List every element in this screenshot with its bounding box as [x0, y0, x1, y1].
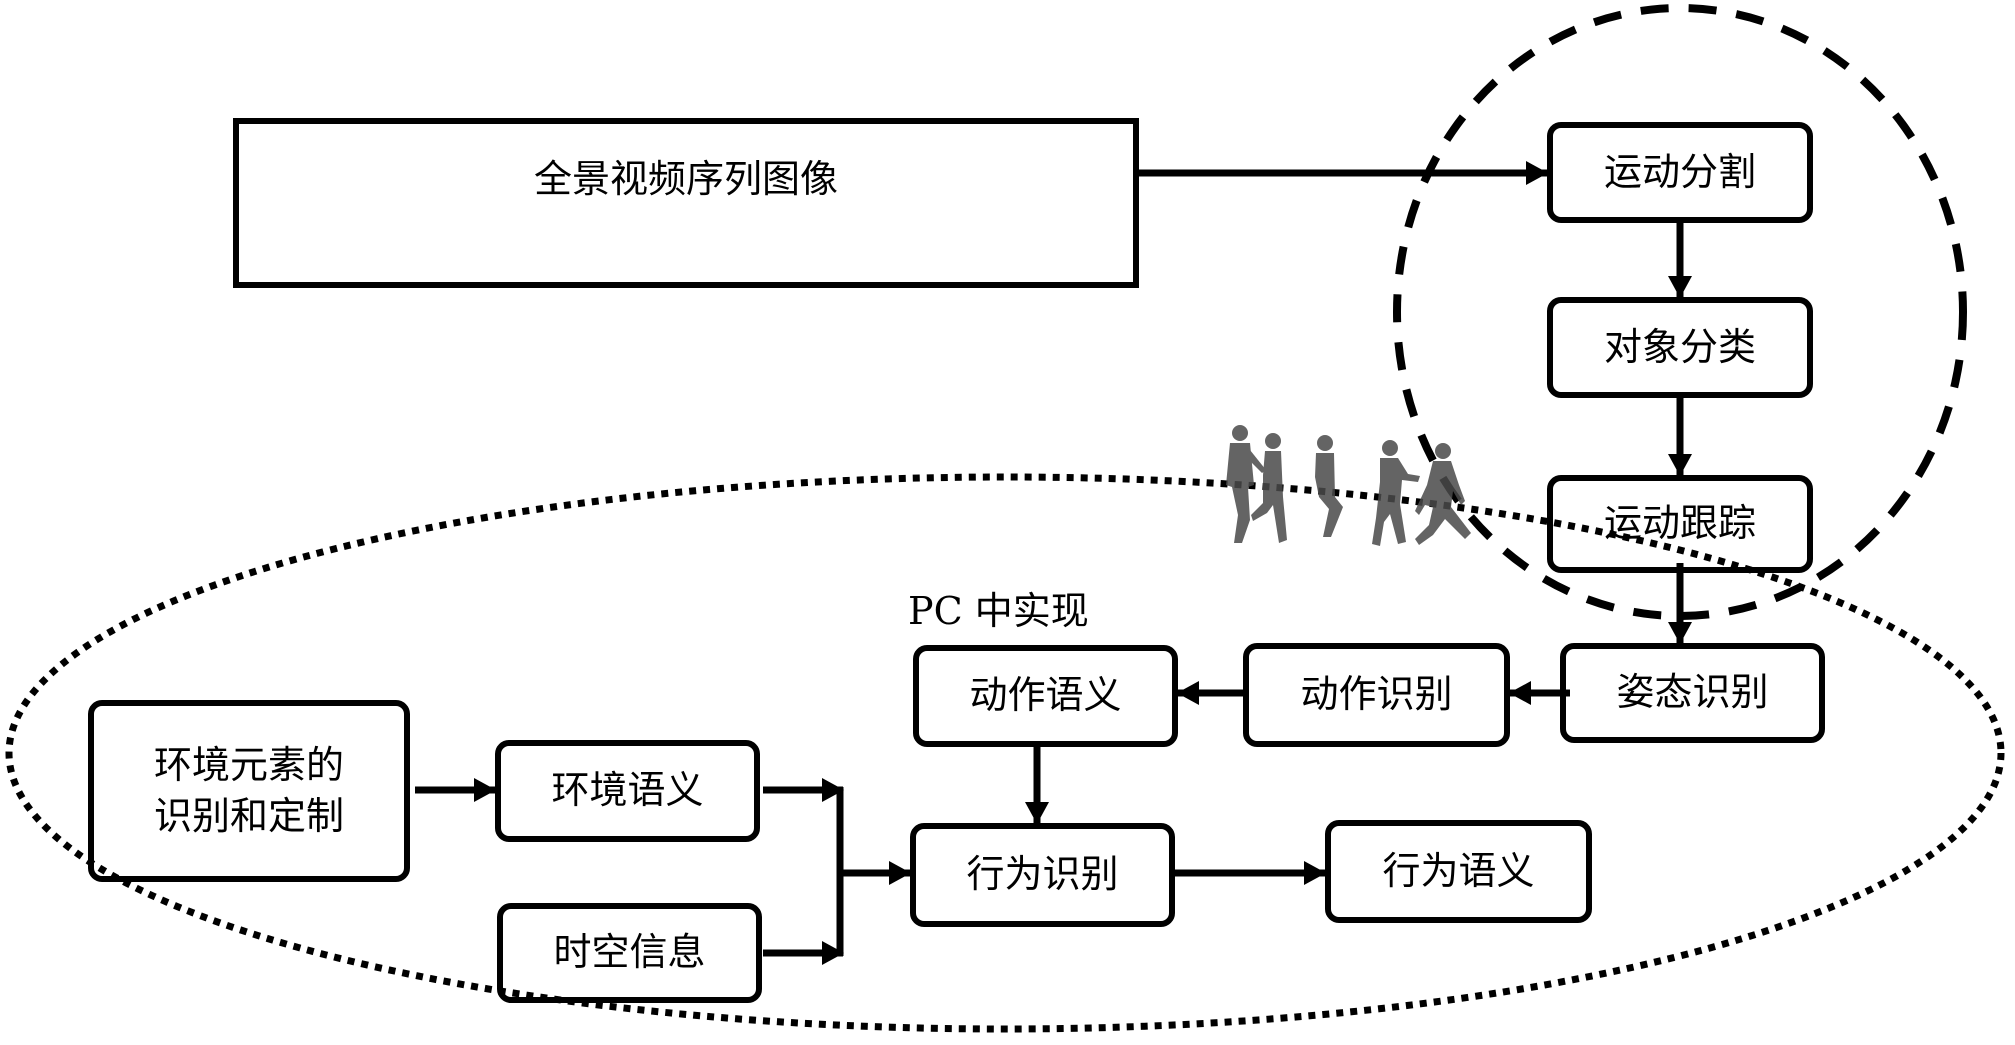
node-motion-segmentation[interactable]: 运动分割: [1547, 122, 1813, 223]
node-label: 对象分类: [1603, 324, 1756, 369]
node-motion-tracking[interactable]: 运动跟踪: [1547, 475, 1813, 573]
person-silhouette-icon: [1251, 433, 1287, 543]
node-action-semantics[interactable]: 动作语义: [913, 645, 1178, 747]
node-label-line1: 环境元素的: [153, 742, 344, 787]
node-label: 行为识别: [966, 852, 1119, 897]
walking-people-icon: [1226, 425, 1471, 546]
pc-implementation-label: PC 中实现: [908, 589, 1089, 633]
node-label: 时空信息: [553, 930, 706, 975]
node-label: 姿态识别: [1616, 670, 1769, 715]
node-label: 环境语义: [551, 768, 704, 813]
pc-region-dotted-ellipse: [5, 473, 2005, 1033]
node-object-classification[interactable]: 对象分类: [1547, 297, 1813, 398]
node-behavior-recognition[interactable]: 行为识别: [910, 823, 1175, 927]
node-label: 动作语义: [969, 673, 1122, 718]
node-label: 运动分割: [1603, 149, 1756, 194]
person-silhouette-icon: [1315, 435, 1343, 537]
node-label-line2: 识别和定制: [153, 794, 344, 838]
node-label: 行为语义: [1382, 848, 1535, 893]
node-action-recognition[interactable]: 动作识别: [1243, 643, 1510, 747]
node-environment-element[interactable]: 环境元素的 识别和定制: [88, 700, 410, 882]
camera-region-dashed-circle: [1393, 4, 1967, 620]
node-label: 运动跟踪: [1603, 501, 1756, 546]
node-label: 动作识别: [1300, 672, 1453, 717]
node-label: 全景视频序列图像: [533, 157, 838, 201]
person-silhouette-icon: [1372, 440, 1420, 546]
person-silhouette-icon: [1226, 425, 1266, 543]
person-silhouette-icon: [1415, 443, 1471, 545]
node-environment-semantics[interactable]: 环境语义: [495, 740, 760, 842]
edges: [415, 161, 1692, 965]
node-posture-recognition[interactable]: 姿态识别: [1560, 643, 1825, 743]
node-behavior-semantics[interactable]: 行为语义: [1325, 820, 1592, 923]
node-spatiotemporal-info[interactable]: 时空信息: [497, 903, 762, 1003]
node-panoramic-video[interactable]: 全景视频序列图像: [233, 118, 1139, 288]
